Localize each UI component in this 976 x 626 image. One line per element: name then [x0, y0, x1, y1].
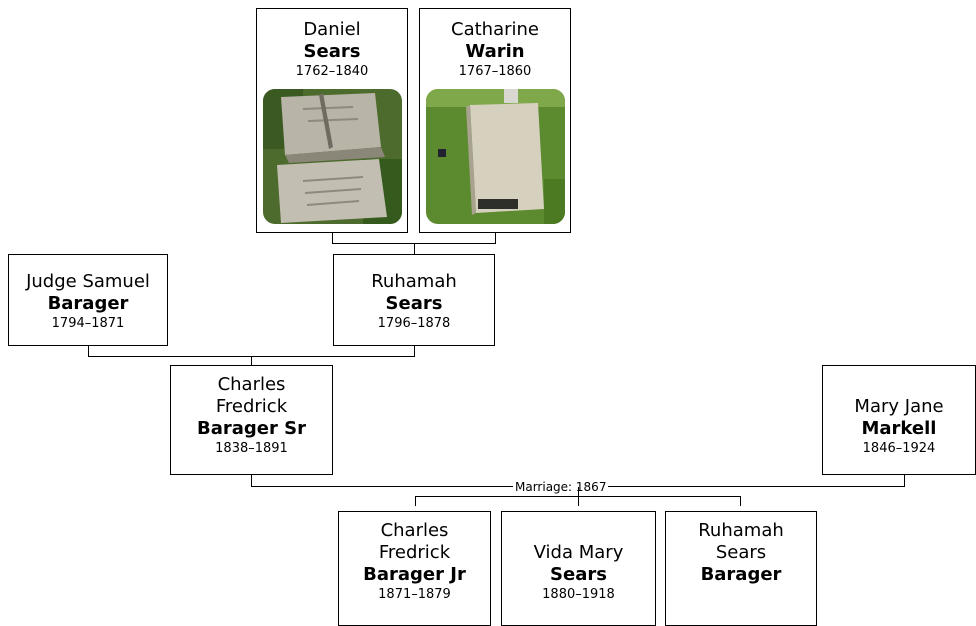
connector-line	[740, 496, 741, 506]
person-years: 1880–1918	[542, 587, 615, 602]
connector-line	[88, 346, 89, 357]
person-years: 1762–1840	[295, 64, 369, 79]
connector-line	[578, 496, 579, 506]
connector-line	[414, 243, 415, 254]
person-given-name-line-1: Charles	[217, 374, 286, 395]
person-surname: Barager	[700, 564, 782, 585]
person-years: 1838–1891	[215, 441, 288, 456]
person-card-catharine-warin[interactable]: Catharine Warin 1767–1860	[419, 8, 571, 233]
marriage-connector-line	[251, 475, 252, 487]
person-given-name: Judge Samuel	[26, 271, 150, 292]
person-given-name-line-1: Charles	[380, 520, 449, 541]
person-surname: Barager Sr	[197, 418, 306, 439]
connector-line	[415, 496, 416, 506]
person-card-vida-mary-sears[interactable]: Vida Mary Sears 1880–1918	[501, 511, 656, 626]
connector-line	[495, 233, 496, 244]
person-given-name-line-2: Sears	[715, 542, 767, 563]
person-card-ruhamah-sears-barager[interactable]: Ruhamah Sears Barager	[665, 511, 817, 626]
person-surname: Sears	[303, 41, 361, 62]
person-years: 1767–1860	[458, 64, 532, 79]
person-surname: Sears	[385, 293, 443, 314]
person-surname: Sears	[550, 564, 607, 585]
person-surname: Barager Jr	[363, 564, 466, 585]
connector-line	[332, 233, 333, 244]
person-given-name-line-2: Fredrick	[215, 396, 288, 417]
marriage-connector-line	[904, 475, 905, 487]
marriage-label: Marriage: 1867	[513, 480, 609, 494]
gravestone-photo-daniel	[263, 89, 402, 224]
person-years: 1796–1878	[377, 316, 451, 331]
person-card-ruhamah-sears[interactable]: Ruhamah Sears 1796–1878	[333, 254, 495, 346]
person-card-daniel-sears[interactable]: Daniel Sears 1762–1840	[256, 8, 408, 233]
person-given-name: Daniel	[303, 19, 361, 40]
person-years: 1846–1924	[862, 441, 936, 456]
connector-line	[414, 346, 415, 357]
person-surname: Markell	[861, 418, 937, 439]
connector-line	[251, 356, 252, 365]
person-given-name-line-1: Ruhamah	[698, 520, 784, 541]
person-card-charles-barager-sr[interactable]: Charles Fredrick Barager Sr 1838–1891	[170, 365, 333, 475]
person-years: 1871–1879	[378, 587, 451, 602]
person-surname: Warin	[465, 41, 525, 62]
person-card-mary-jane-markell[interactable]: Mary Jane Markell 1846–1924	[822, 365, 976, 475]
person-given-name: Ruhamah	[371, 271, 457, 292]
gravestone-photo-catharine	[426, 89, 565, 224]
person-given-name: Catharine	[451, 19, 539, 40]
person-card-charles-barager-jr[interactable]: Charles Fredrick Barager Jr 1871–1879	[338, 511, 491, 626]
person-years: 1794–1871	[51, 316, 125, 331]
person-card-samuel-barager[interactable]: Judge Samuel Barager 1794–1871	[8, 254, 168, 346]
person-surname: Barager	[47, 293, 129, 314]
person-given-name: Mary Jane	[854, 396, 944, 417]
connector-line	[578, 487, 579, 497]
person-given-name: Vida Mary	[533, 542, 624, 563]
person-given-name-line-2: Fredrick	[378, 542, 451, 563]
